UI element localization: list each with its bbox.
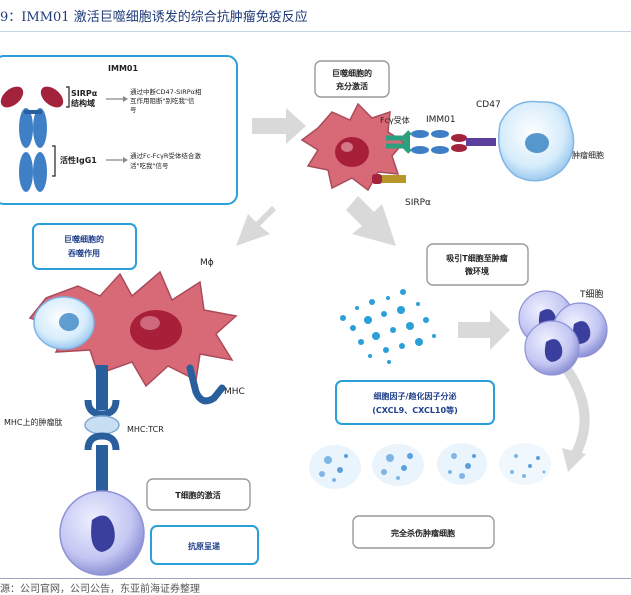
- macrophage-label: Mϕ: [200, 258, 214, 268]
- cytokine-box: [335, 380, 495, 425]
- phagocytosis-box: [32, 223, 137, 270]
- sirpa-receptor-label: SIRPα: [405, 198, 431, 208]
- arrow-right-top: [252, 108, 306, 144]
- cytokine-box-line-2: (CXCL9、CXCL10等): [372, 405, 457, 415]
- dying-tumor-cells: [309, 443, 551, 489]
- kill-box-text: 完全杀伤肿瘤细胞: [391, 528, 455, 538]
- dying-tumor-cell-2: [372, 444, 424, 486]
- tumor-cell-top: [498, 100, 575, 182]
- mhc-tcr-complex: [84, 365, 120, 491]
- mhc-tcr-label: MHC:TCR: [127, 425, 164, 434]
- recruit-box-line-2: 微环境: [464, 266, 489, 276]
- figure-title: 9：IMM01 激活巨噬细胞诱发的综合抗肿瘤免疫反应: [0, 10, 308, 25]
- t-cell-cluster: [518, 290, 608, 376]
- dying-tumor-cell-4: [499, 443, 551, 485]
- arrow-right-mid: [458, 310, 510, 350]
- cytokine-box-line-1: 细胞因子/趋化因子分泌: [374, 391, 457, 401]
- cytokine-dots: [340, 289, 436, 364]
- recruit-box: [426, 243, 529, 286]
- sirpa-domain-label-2: 结构域: [71, 98, 95, 108]
- engulfed-tumor-cell: [33, 296, 95, 350]
- tumor-cell-label: 肿瘤细胞: [572, 150, 604, 160]
- cd47-label: CD47: [476, 100, 501, 110]
- antibody-icon: [0, 86, 64, 192]
- footer-divider: [0, 578, 631, 579]
- arrow-curve-head: [562, 448, 586, 472]
- imm01-label: IMM01: [426, 115, 456, 125]
- sirpa-desc-1: 通过中断CD47-SIRPα相: [130, 87, 202, 96]
- igg-bracket: [52, 145, 56, 177]
- arrow-curve-down: [556, 356, 590, 458]
- sirpa-receptor-icon: [372, 174, 406, 184]
- sirpa-bracket: [66, 86, 70, 108]
- molecule-name: IMM01: [108, 64, 138, 73]
- t-cell-activated: [59, 490, 145, 576]
- igg-label: 活性IgG1: [60, 155, 97, 165]
- activation-box-line-2: 充分激活: [336, 81, 368, 91]
- activation-box-line-1: 巨噬细胞的: [332, 68, 372, 78]
- sirpa-desc-3: 号: [130, 106, 137, 114]
- dying-tumor-cell-3: [437, 443, 487, 485]
- t-cell-activation-box: [146, 478, 251, 511]
- mhc-receptor-icon: [186, 364, 226, 405]
- igg-desc-1: 通过Fc-FcγR受体结合激: [130, 151, 201, 160]
- title-divider: [0, 31, 631, 32]
- antigen-presentation-text: 抗原呈递: [188, 541, 220, 551]
- fc-receptor-icon: [386, 130, 412, 154]
- mhc-tumor-peptide-label: MHC上的肿瘤肽: [4, 417, 63, 427]
- source-note: 源：公司官网，公司公告，东亚前海证券整理: [0, 584, 200, 595]
- antigen-presentation-box: [150, 525, 259, 565]
- macrophage-small: [300, 102, 406, 192]
- phagocytosis-box-line-2: 吞噬作用: [68, 248, 100, 258]
- dying-tumor-cell-1: [309, 445, 361, 489]
- cd47-icon: [466, 138, 496, 146]
- sirpa-domain-label-1: SIRPα: [71, 89, 98, 98]
- mhc-label: MHC: [224, 387, 245, 397]
- igg-desc-2: 活"吃我"信号: [130, 161, 169, 170]
- macrophage-large: [28, 270, 238, 388]
- phagocytosis-box-line-1: 巨噬细胞的: [64, 234, 104, 244]
- t-cell-label: T细胞: [579, 288, 604, 300]
- fc-receptor-label: Fcγ受体: [380, 115, 410, 125]
- activation-box: [314, 60, 390, 98]
- t-cell-activation-text: T细胞的激活: [175, 490, 220, 500]
- arrow-down-right: [346, 196, 396, 246]
- molecule-panel: IMM01 SIRPα 结构域 通过中断CD47-SIRPα相 互作用阻断"别吃…: [0, 55, 238, 205]
- recruit-box-line-1: 吸引T细胞至肿瘤: [446, 253, 507, 263]
- arrow-down-left: [236, 206, 276, 246]
- imm01-bound-icon: [411, 130, 467, 154]
- sirpa-desc-2: 互作用阻断"别吃我"信: [130, 96, 195, 105]
- kill-box: [352, 515, 495, 549]
